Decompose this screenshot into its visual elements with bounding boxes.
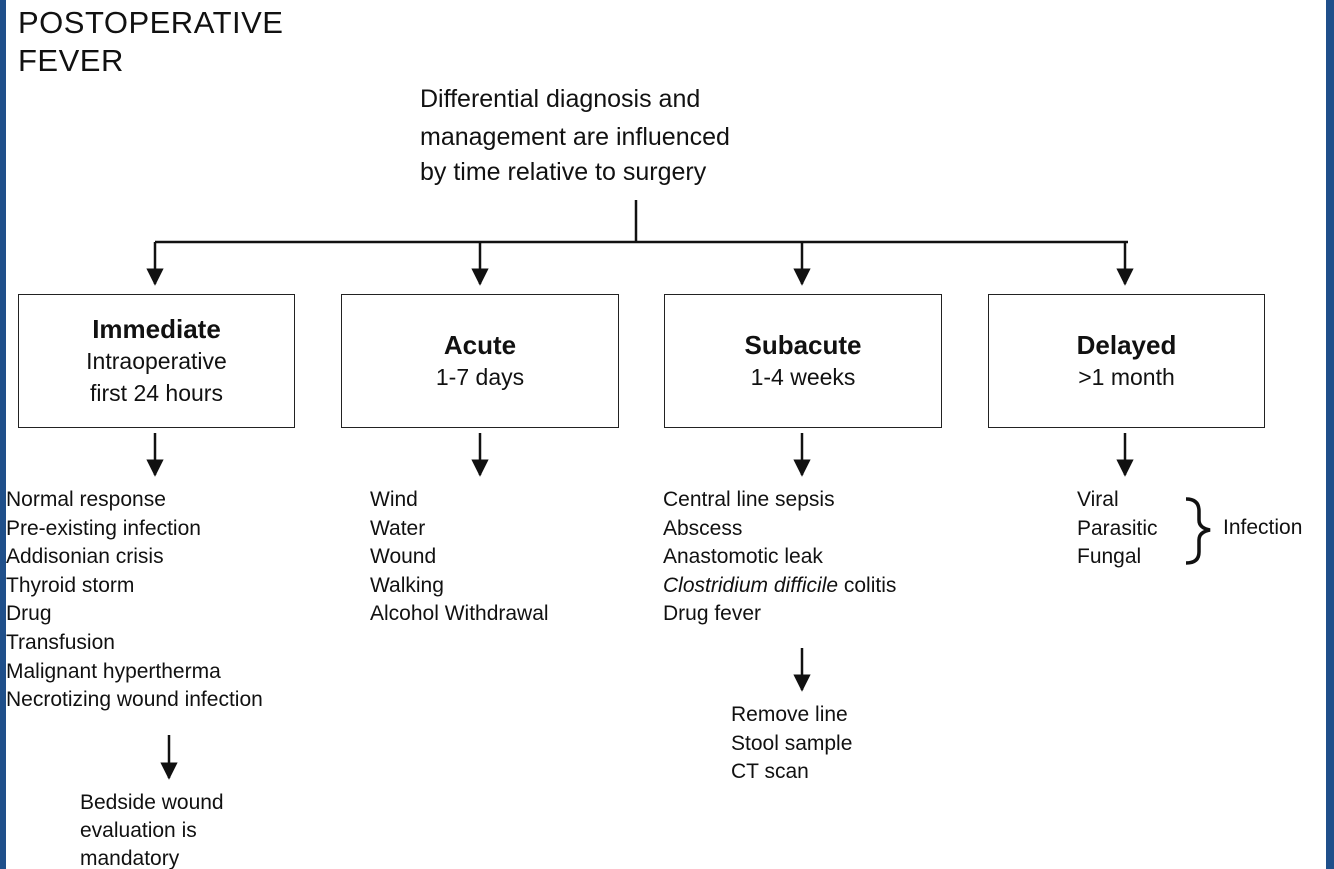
list-item: Drug <box>6 602 52 626</box>
list-item: Water <box>370 516 426 540</box>
list-item: Abscess <box>663 516 743 540</box>
colitis-suffix: colitis <box>838 573 897 597</box>
box-acute-line-1: 1-7 days <box>435 364 525 390</box>
list-item: Fungal <box>1077 545 1142 569</box>
list-item: Parasitic <box>1077 516 1158 540</box>
immediate-causes-list: Normal response Pre-existing infection A… <box>6 486 263 715</box>
box-acute-heading: Acute <box>443 330 517 360</box>
subacute-action-list: Remove line Stool sample CT scan <box>731 701 852 787</box>
list-item: Remove line <box>731 703 848 726</box>
list-item: Addisonian crisis <box>6 545 164 569</box>
list-item: Thyroid storm <box>6 573 135 597</box>
infection-brace <box>1185 497 1211 565</box>
acute-causes-list: Wind Water Wound Walking Alcohol Withdra… <box>370 486 549 629</box>
flowchart-page: POSTOPERATIVE FEVER Differential diagnos… <box>6 0 1326 869</box>
diagram-title-line-2: FEVER <box>18 43 124 78</box>
root-text-line-3: by time relative to surgery <box>420 158 707 186</box>
list-item: Central line sepsis <box>663 488 835 511</box>
list-item: Malignant hypertherma <box>6 659 221 683</box>
list-item: Transfusion <box>6 630 115 654</box>
list-item: Alcohol Withdrawal <box>370 602 549 626</box>
subacute-causes-list: Central line sepsis Abscess Anastomotic … <box>663 486 896 629</box>
list-item: Walking <box>370 573 444 597</box>
box-subacute-heading: Subacute <box>744 330 862 360</box>
immediate-action: Bedside wound evaluation is mandatory <box>80 789 224 869</box>
box-delayed-line-1: >1 month <box>1078 364 1175 390</box>
list-item: mandatory <box>80 847 180 869</box>
diagram-title: POSTOPERATIVE <box>18 5 284 40</box>
box-delayed-heading: Delayed <box>1076 330 1177 360</box>
list-item: Necrotizing wound infection <box>6 688 263 712</box>
list-item: Wound <box>370 545 437 569</box>
list-item: Pre-existing infection <box>6 516 201 540</box>
root-text-line-1: Differential diagnosis and <box>420 85 701 113</box>
list-item: Anastomotic leak <box>663 545 823 569</box>
infection-label: Infection <box>1223 516 1303 539</box>
list-item: Normal response <box>6 488 166 511</box>
list-item: Bedside wound <box>80 791 224 814</box>
box-delayed: Delayed >1 month <box>988 294 1265 428</box>
box-acute: Acute 1-7 days <box>341 294 619 428</box>
delayed-causes-list: Viral Parasitic Fungal <box>1077 486 1158 572</box>
list-item: Viral <box>1077 488 1119 511</box>
list-item: CT scan <box>731 760 809 784</box>
box-immediate-line-1: Intraoperative <box>86 348 227 374</box>
box-subacute: Subacute 1-4 weeks <box>664 294 942 428</box>
connector-lines <box>146 200 1211 780</box>
list-item: Drug fever <box>663 602 762 626</box>
list-item: Stool sample <box>731 731 853 755</box>
box-subacute-line-1: 1-4 weeks <box>750 364 856 390</box>
root-text-line-2: management are influenced <box>420 123 730 151</box>
colitis-organism: Clostridium difficile <box>663 573 839 597</box>
list-item-colitis: Clostridium difficile colitis <box>663 572 896 601</box>
box-immediate-heading: Immediate <box>92 314 221 344</box>
box-immediate: Immediate Intraoperative first 24 hours <box>18 294 295 428</box>
list-item: evaluation is <box>80 819 197 842</box>
box-immediate-line-2: first 24 hours <box>90 380 223 406</box>
list-item: Wind <box>370 488 418 511</box>
